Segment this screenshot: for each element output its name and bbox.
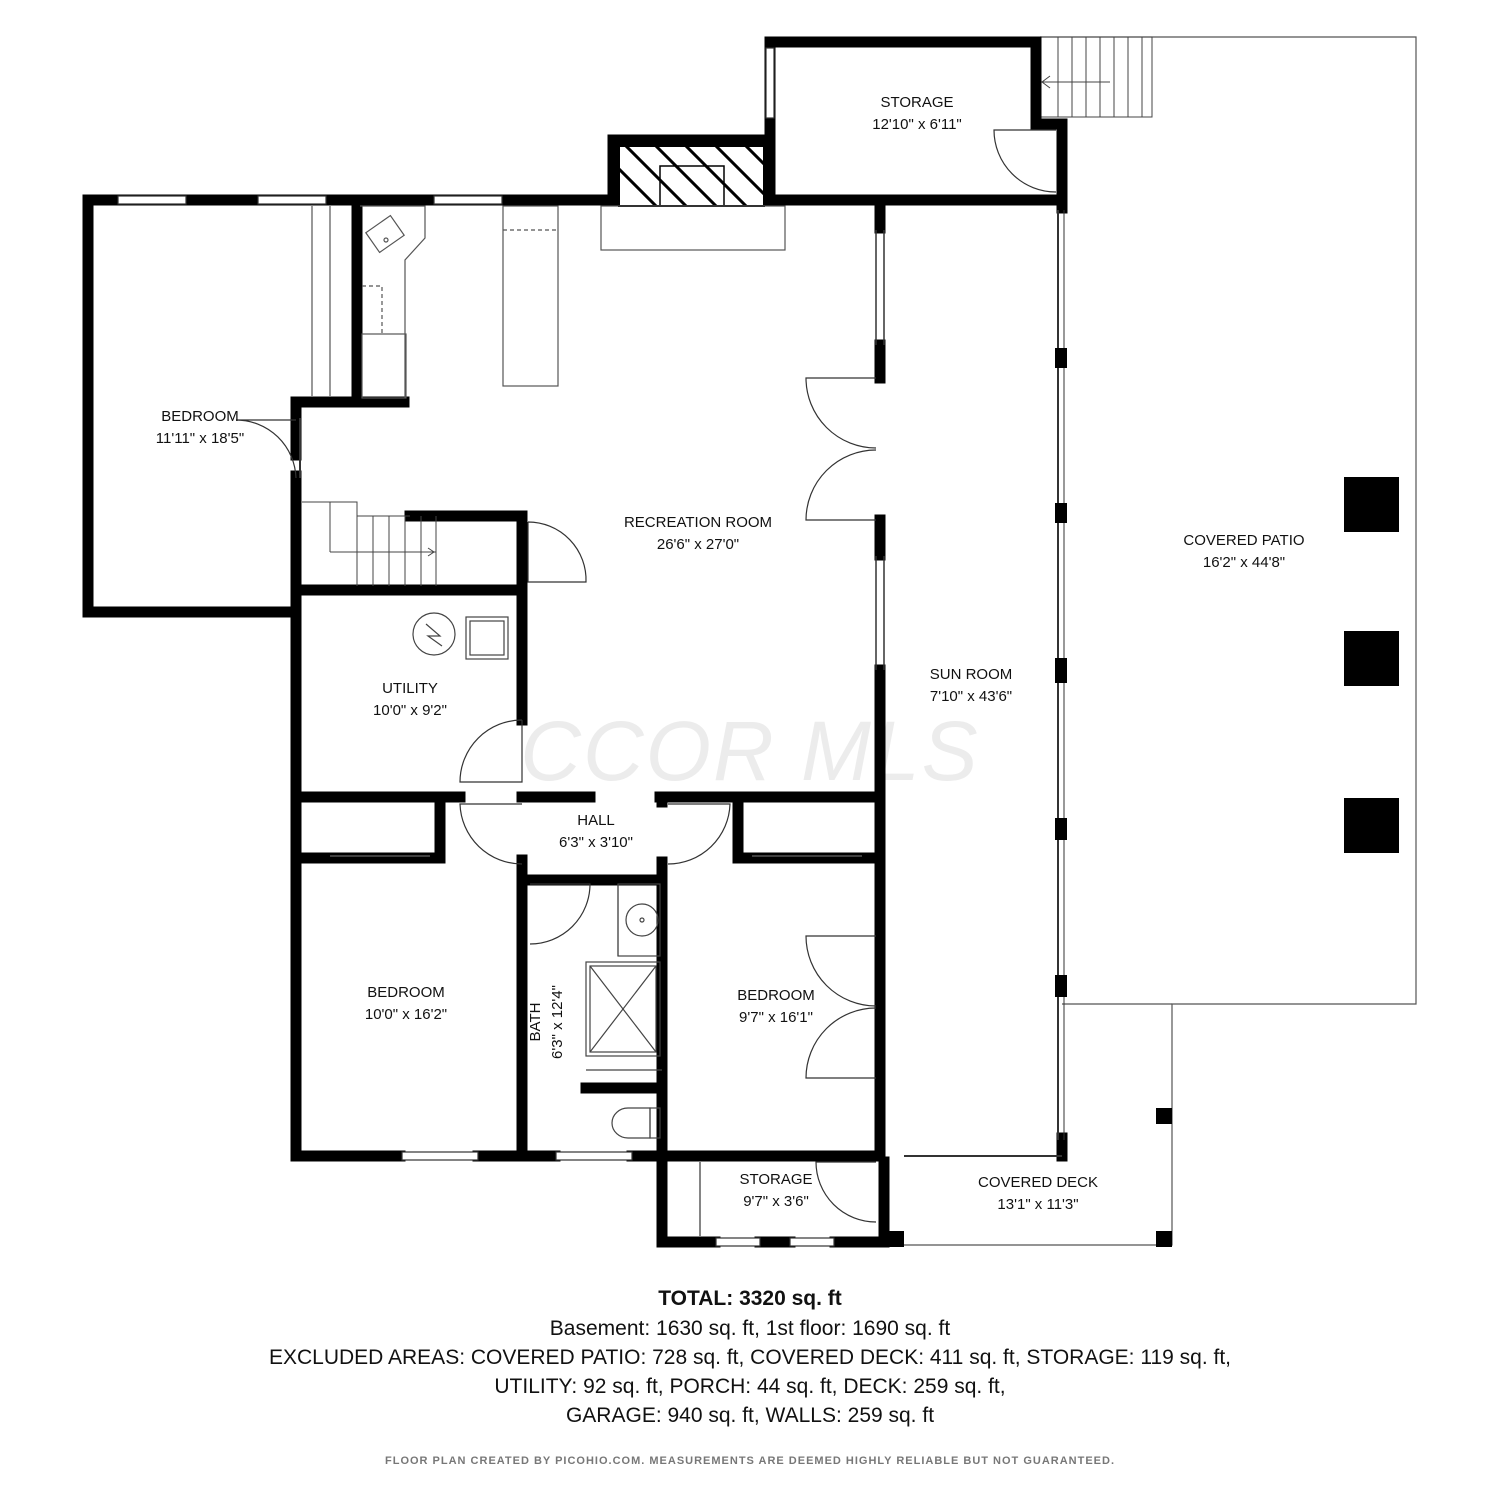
summary-line-floors: Basement: 1630 sq. ft, 1st floor: 1690 s… [549,1317,951,1340]
summary-line-excluded-1: EXCLUDED AREAS: COVERED PATIO: 728 sq. f… [268,1346,1232,1369]
room-name-bath: BATH [527,1003,544,1042]
outdoor-stairs [1039,36,1153,118]
walls [82,36,1068,1248]
room-dims-utility: 10'0" x 9'2" [373,702,447,719]
patio-columns [880,477,1399,1247]
room-dims-recreation-room: 26'6" x 27'0" [657,536,739,553]
watermark: CCOR MLS [520,704,979,798]
room-name-utility: UTILITY [382,680,438,697]
room-name-sun-room: SUN ROOM [930,666,1013,683]
room-dims-storage-top: 12'10" x 6'11" [872,116,962,133]
room-dims-covered-deck: 13'1" x 11'3" [997,1196,1078,1213]
room-name-hall: HALL [577,812,615,829]
room-name-covered-deck: COVERED DECK [978,1174,1098,1191]
room-name-bedroom-1: BEDROOM [161,408,239,425]
room-name-storage-bottom: STORAGE [739,1171,812,1188]
floor-plan: CCOR MLS [82,36,1417,1248]
room-name-bedroom-3: BEDROOM [737,987,815,1004]
covered-patio-outline [888,36,1417,1246]
room-dims-bath: 6'3" x 12'4" [549,985,566,1059]
room-dims-bedroom-1: 11'11" x 18'5" [156,430,244,447]
room-dims-covered-patio: 16'2" x 44'8" [1203,554,1285,571]
credit-line: FLOOR PLAN CREATED BY PICOHIO.COM. MEASU… [385,1455,1115,1467]
bath-fixtures [585,883,662,1139]
room-dims-bedroom-2: 10'0" x 16'2" [365,1006,447,1023]
interior-stairs [302,501,437,586]
kitchenette [311,205,559,399]
utility-fixtures [412,612,509,660]
room-name-recreation-room: RECREATION ROOM [624,514,772,531]
room-dims-storage-bottom: 9'7" x 3'6" [743,1193,809,1210]
summary-line-excluded-3: GARAGE: 940 sq. ft, WALLS: 259 sq. ft [565,1404,935,1427]
room-name-bedroom-2: BEDROOM [367,984,445,1001]
room-name-storage-top: STORAGE [880,94,953,111]
summary-line-excluded-2: UTILITY: 92 sq. ft, PORCH: 44 sq. ft, DE… [494,1375,1006,1398]
fireplace [600,145,786,251]
doors [235,129,1057,1236]
area-summary: TOTAL: 3320 sq. ft Basement: 1630 sq. ft… [0,1284,1500,1430]
room-dims-hall: 6'3" x 3'10" [559,834,633,851]
windows [117,47,835,1247]
total-area: TOTAL: 3320 sq. ft [658,1287,842,1310]
sun-room-windows [875,210,1067,1157]
room-dims-bedroom-3: 9'7" x 16'1" [739,1009,813,1026]
room-name-covered-patio: COVERED PATIO [1183,532,1304,549]
room-labels: STORAGE 12'10" x 6'11" BEDROOM 11'11" x … [156,94,1305,1213]
room-dims-sun-room: 7'10" x 43'6" [930,688,1012,705]
